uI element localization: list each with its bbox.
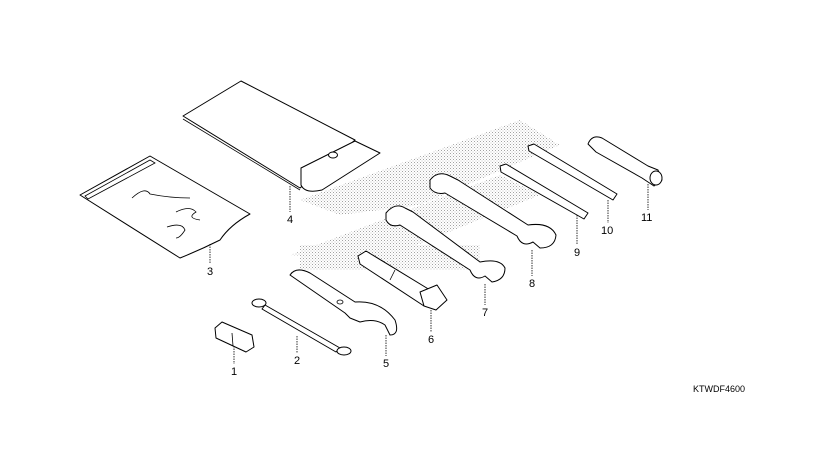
part-wrench-small	[385, 205, 506, 283]
callout-1: 1	[231, 366, 237, 378]
part-clip	[214, 321, 255, 353]
part-plug-wrench	[357, 250, 448, 311]
diagram-code: KTWDF4600	[693, 384, 745, 394]
callout-5: 5	[383, 358, 389, 370]
callout-2: 2	[294, 355, 300, 367]
callout-6: 6	[428, 334, 434, 346]
callout-9: 9	[574, 247, 580, 259]
part-screwdriver-grip	[587, 136, 663, 187]
part-cable	[251, 298, 352, 356]
callout-10: 10	[601, 225, 613, 237]
part-wrench-large	[429, 173, 557, 249]
leader-lines	[209, 184, 649, 364]
part-bit-9	[499, 163, 589, 220]
part-tool-case	[182, 80, 381, 192]
callout-11: 11	[641, 212, 652, 224]
part-bit-10	[527, 143, 618, 201]
part-pin-spanner	[289, 269, 398, 336]
callout-8: 8	[529, 278, 535, 290]
callout-3: 3	[207, 266, 213, 278]
callout-4: 4	[287, 214, 293, 226]
part-bag	[79, 155, 251, 259]
callout-7: 7	[482, 307, 488, 319]
